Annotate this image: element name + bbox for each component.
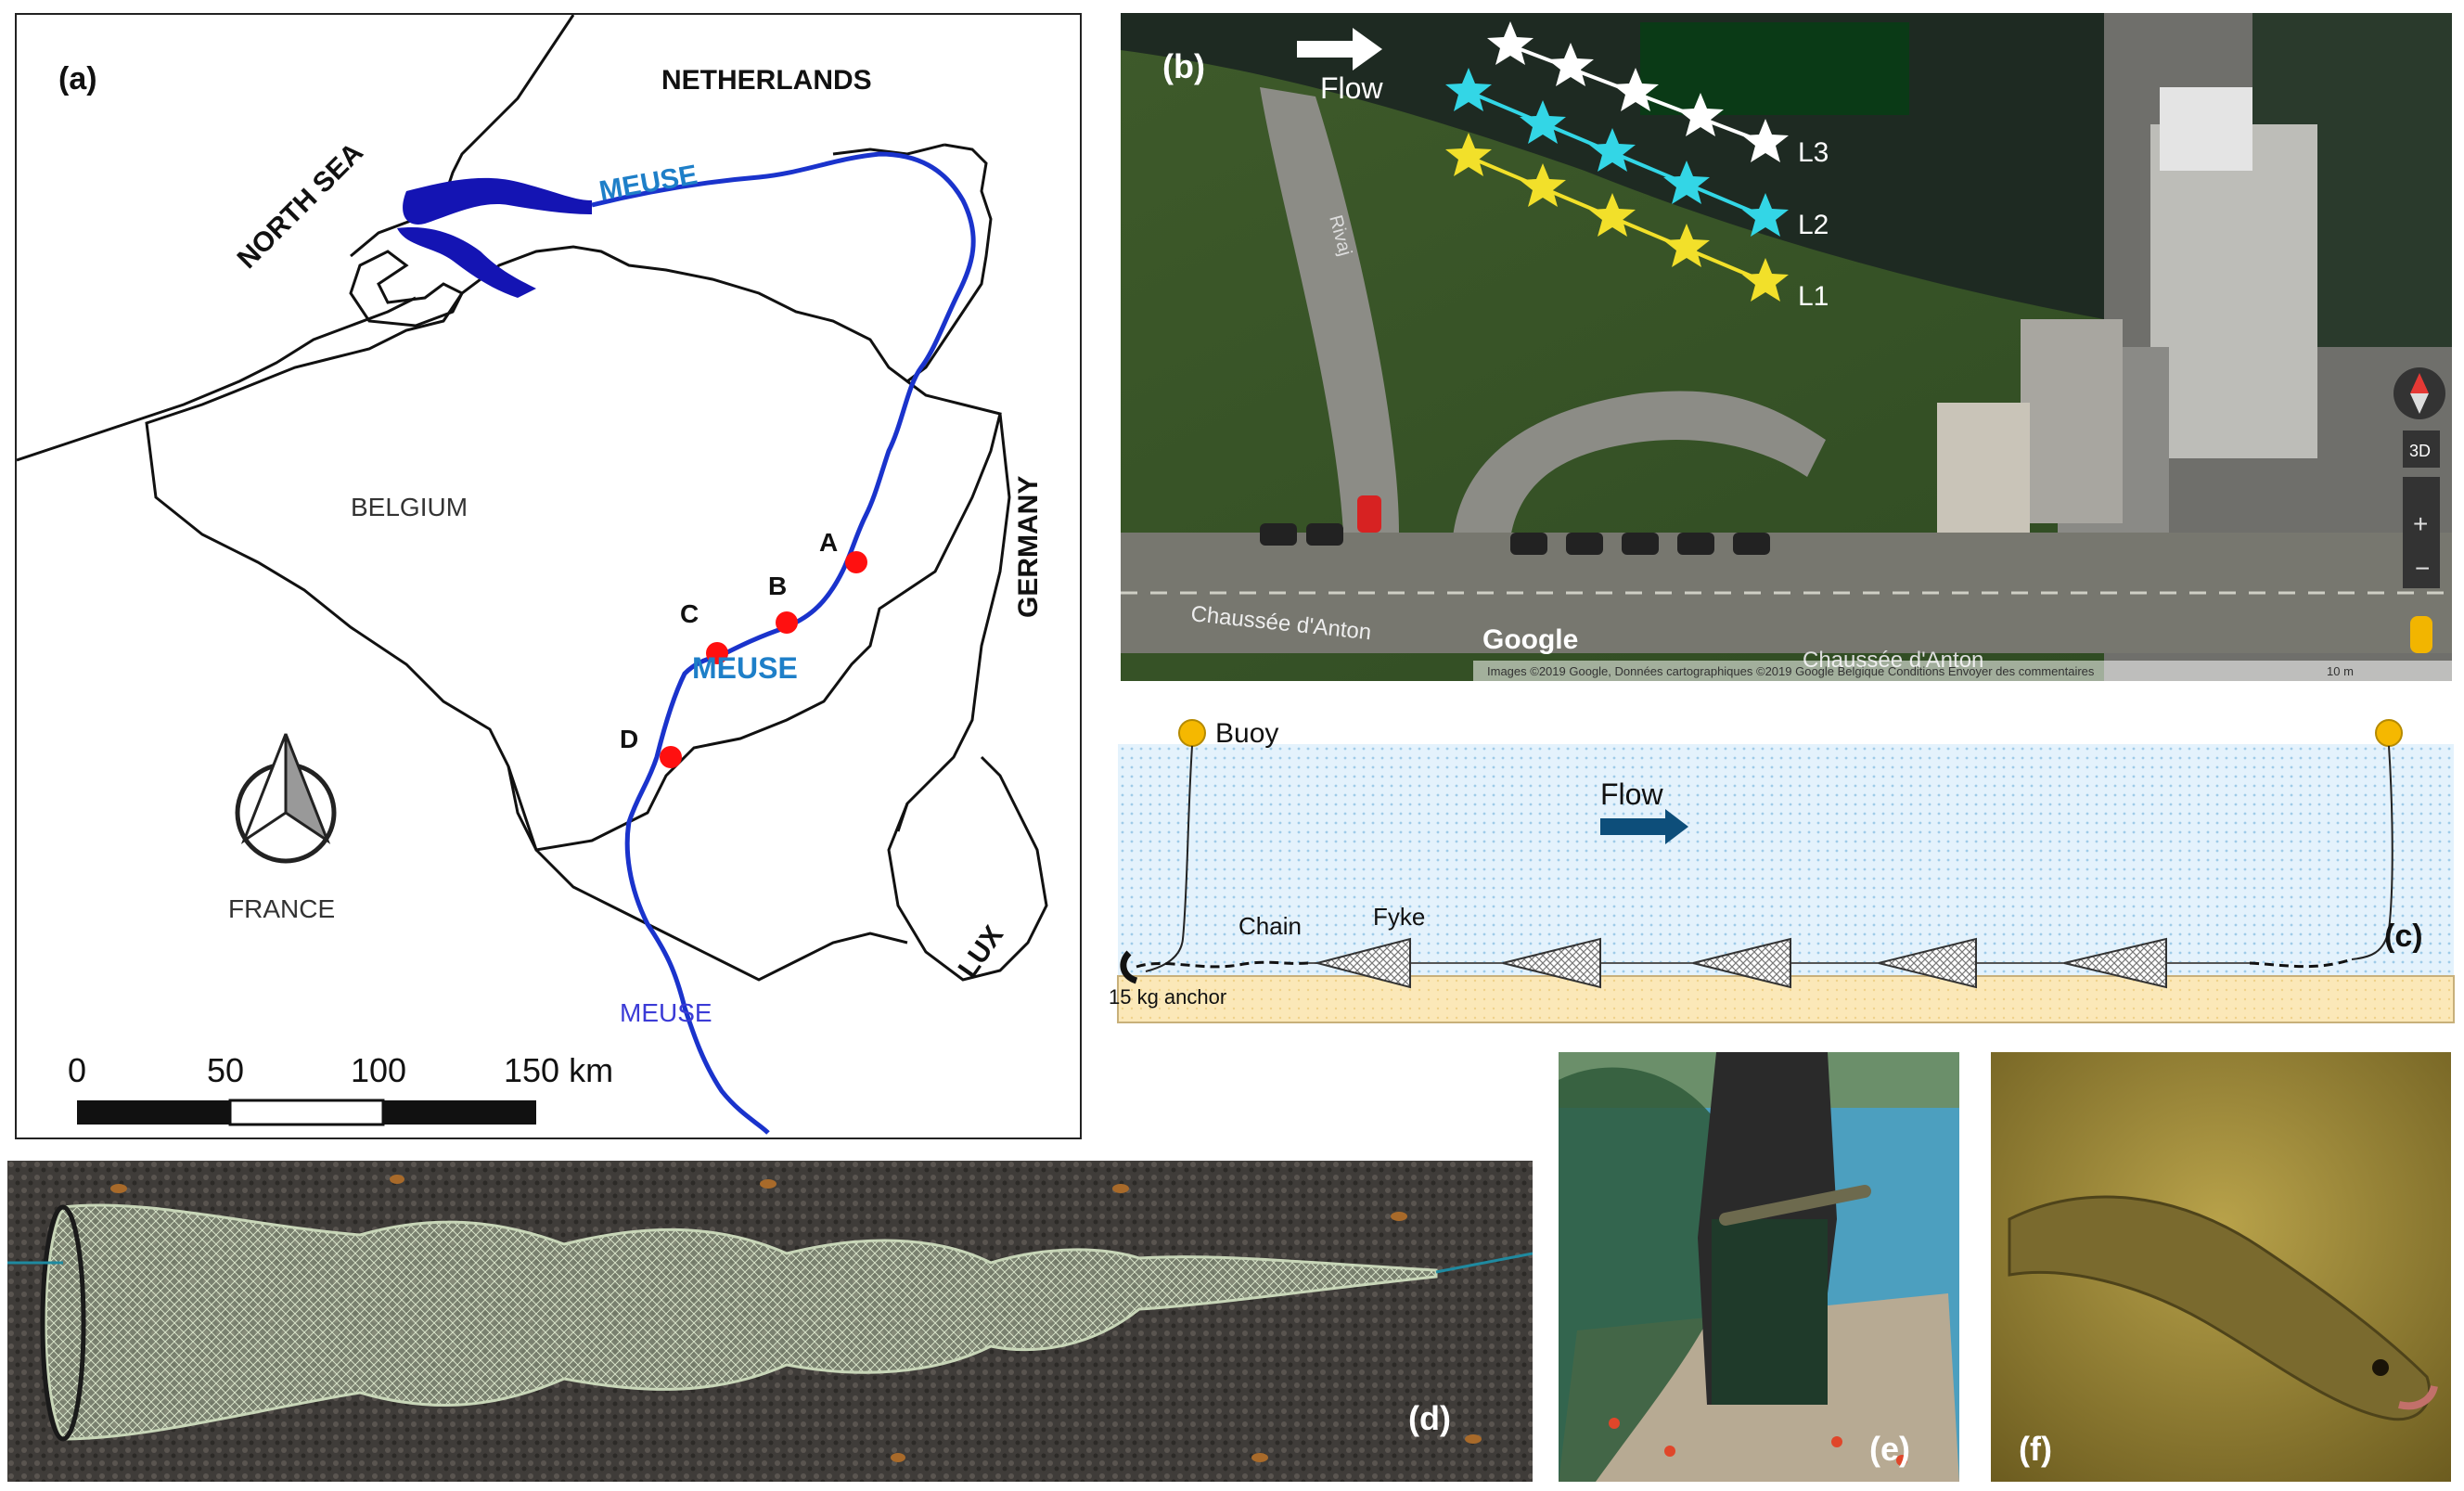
france-label: FRANCE <box>228 894 335 923</box>
scale-tick-50: 50 <box>207 1051 244 1089</box>
site-a-label: A <box>819 528 838 557</box>
road-curve <box>1260 87 1399 533</box>
buoy-label: Buoy <box>1215 718 1278 749</box>
attribution-text: Images ©2019 Google, Données cartographi… <box>1487 664 2095 678</box>
coastline <box>17 296 417 462</box>
belgium-label: BELGIUM <box>351 493 468 521</box>
panel-b-label: (b) <box>1162 47 1205 85</box>
flow-arrow-icon <box>1297 28 1382 71</box>
eel-mouth <box>2398 1384 2438 1410</box>
leaves <box>110 1175 1482 1462</box>
scale-10m: 10 m <box>2327 664 2354 678</box>
netherlands-label: NETHERLANDS <box>661 65 872 96</box>
map-svg: A B C D (a) NETHERLANDS NORTH SEA BELGIU… <box>17 15 1048 1135</box>
fyke-hoop <box>40 1204 86 1442</box>
panel-a-map: A B C D (a) NETHERLANDS NORTH SEA BELGIU… <box>15 13 1082 1139</box>
site-b-label: B <box>768 572 787 600</box>
site-c-marker <box>706 642 728 664</box>
delta-water-2 <box>397 227 536 298</box>
delta-islands <box>349 250 465 328</box>
line-l1 <box>1445 133 1789 302</box>
panel-c-flow-arrow-icon <box>1600 809 1688 844</box>
panel-c-flow-label: Flow <box>1600 778 1663 811</box>
site-c-label: C <box>680 599 699 628</box>
button-3d-label: 3D <box>2409 442 2431 460</box>
north-sea-label: NORTH SEA <box>232 137 369 275</box>
line-l2 <box>1445 68 1789 237</box>
panel-d-photo: (d) <box>7 1161 1533 1482</box>
nl-de-border <box>906 143 993 383</box>
site-d-label: D <box>620 725 638 753</box>
meuse-river <box>591 151 976 1135</box>
line-l3 <box>1487 21 1789 162</box>
scale-tick-0: 0 <box>68 1051 86 1089</box>
panel-e-photo: (e) <box>1559 1052 1959 1482</box>
chain-label: Chain <box>1238 912 1302 940</box>
panel-c-schematic: Buoy Chain Fyke Flow (c) 15 kg anchor <box>1109 707 2458 1036</box>
pegman-icon[interactable] <box>2410 616 2432 653</box>
eel-eye <box>2372 1359 2389 1376</box>
scale-bar <box>77 1099 536 1126</box>
chain-left <box>1136 960 1309 969</box>
nl-border-top <box>832 143 945 156</box>
panel-e-label: (e) <box>1869 1430 1910 1468</box>
google-logo: Google <box>1482 624 1578 655</box>
buoy-right-icon <box>2375 719 2403 747</box>
panel-c-label: (c) <box>2384 919 2423 954</box>
site-a-marker <box>845 551 867 573</box>
france-border <box>507 765 908 982</box>
photo-d-svg: (d) <box>7 1161 1533 1482</box>
scale-tick-150: 150 km <box>504 1051 613 1089</box>
meuse-label-1: MEUSE <box>597 160 699 207</box>
anchor-label: 15 kg anchor <box>1109 985 1226 1009</box>
satellite-svg: Flow (b) L3 L2 L1 Rivaj Chaussée d'Anton… <box>1121 13 2452 681</box>
line-l2-label: L2 <box>1798 210 1829 240</box>
site-b-marker <box>776 611 798 634</box>
delta-water <box>403 177 592 225</box>
lux-label: LUX <box>953 920 1009 983</box>
panel-b-flow-label: Flow <box>1320 71 1383 105</box>
zoom-in-icon[interactable]: + <box>2413 509 2428 538</box>
buoy-line-left <box>1145 745 1193 972</box>
north-arrow-icon <box>235 733 337 864</box>
germany-label: GERMANY <box>1013 476 1044 618</box>
eel-body <box>2008 1195 2432 1421</box>
fyke-net-shape <box>44 1203 1438 1441</box>
buoy-left-icon <box>1178 719 1206 747</box>
delta-land <box>350 15 575 258</box>
photo-f-svg: (f) <box>1991 1052 2451 1482</box>
line-l3-label: L3 <box>1798 137 1829 168</box>
fyke-label: Fyke <box>1373 903 1425 931</box>
panel-b-satellite: Flow (b) L3 L2 L1 Rivaj Chaussée d'Anton… <box>1121 13 2452 681</box>
button-3d[interactable] <box>2403 431 2440 468</box>
scale-tick-100: 100 <box>351 1051 406 1089</box>
buoy-line-right <box>2351 745 2393 960</box>
floats <box>1609 1418 1907 1466</box>
zoom-out-icon[interactable]: − <box>2415 554 2430 583</box>
net-mass <box>1559 1067 1743 1482</box>
compass-icon[interactable] <box>2393 367 2445 419</box>
fyke-nets <box>1314 937 2167 989</box>
schematic-svg: Buoy Chain Fyke Flow (c) 15 kg anchor <box>1109 718 2455 1023</box>
panel-f-label: (f) <box>2019 1430 2052 1468</box>
de-border <box>896 413 1011 832</box>
line-l1-label: L1 <box>1798 281 1829 312</box>
road-loop <box>1451 391 1826 588</box>
chain-right <box>2249 958 2353 969</box>
meuse-label-3: MEUSE <box>620 998 712 1027</box>
meuse-label-2: MEUSE <box>692 651 798 685</box>
lux-border <box>887 755 1048 982</box>
eel-in-hand <box>1719 1185 1871 1226</box>
parked-cars <box>1260 523 1770 555</box>
zoom-controls[interactable] <box>2403 477 2440 588</box>
panel-a-label: (a) <box>58 61 97 96</box>
site-d-marker <box>660 746 682 768</box>
panel-d-label: (d) <box>1408 1399 1451 1437</box>
photo-e-svg: (e) <box>1559 1052 1959 1482</box>
anchor-icon <box>1120 950 1138 984</box>
panel-f-photo: (f) <box>1991 1052 2451 1482</box>
